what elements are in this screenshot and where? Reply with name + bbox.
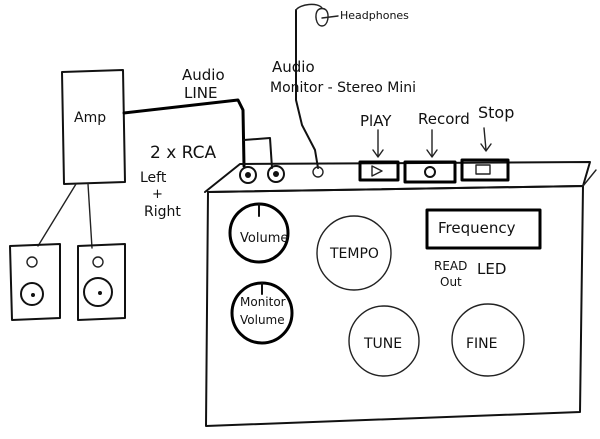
device-body [204, 161, 597, 427]
device-edge [582, 169, 597, 187]
led-label: LED [477, 260, 506, 278]
speaker-left-tweeter [26, 256, 38, 268]
speaker-right-cabinet [77, 243, 126, 321]
rca-split-cable [243, 137, 273, 169]
monitor-volume-label-2: Volume [240, 313, 285, 327]
rca-right-jack[interactable] [267, 165, 285, 183]
rca-plus-label: + [152, 187, 163, 202]
speaker-left [9, 243, 61, 321]
tempo-label: TEMPO [329, 246, 379, 262]
tune-label: TUNE [363, 336, 402, 352]
rca-left-label: Left [140, 170, 167, 186]
headphones-label: Headphones [340, 9, 409, 22]
amp-box [61, 69, 126, 185]
record-label: Record [418, 110, 470, 128]
rca-label: 2 x RCA [150, 143, 217, 163]
rca-right-jack-pin [273, 171, 279, 177]
readout-label-2: Out [440, 275, 462, 289]
tempo-knob[interactable]: TEMPO [316, 215, 392, 291]
monitor-volume-knob[interactable]: Monitor Volume [230, 281, 294, 345]
record-arrow [426, 129, 438, 158]
audio-line-cable [122, 98, 246, 168]
audio-line-label-2: LINE [184, 84, 217, 102]
audio-line-label-1: Audio [182, 66, 225, 84]
headphone-jack[interactable] [312, 166, 324, 178]
speaker-right-tweeter [92, 256, 104, 268]
stop-icon [475, 164, 491, 175]
speaker-wire-left [37, 183, 77, 247]
frequency-display: Frequency [425, 208, 542, 250]
stop-label: Stop [478, 103, 514, 122]
device-front-face [205, 185, 584, 427]
fine-knob[interactable]: FINE [451, 303, 525, 377]
monitor-volume-label-1: Monitor [240, 295, 286, 309]
stop-button[interactable] [460, 158, 510, 182]
rca-left-jack-pin [245, 172, 251, 178]
volume-knob[interactable]: Volume [228, 202, 290, 264]
play-button[interactable] [358, 160, 400, 182]
speaker-left-woofer [20, 282, 44, 306]
audio-monitor-label-1: Audio [272, 58, 315, 76]
speaker-right [77, 243, 126, 321]
amp-unit: Amp [61, 69, 126, 185]
speaker-right-woofer-cap [98, 291, 102, 295]
rca-left-jack[interactable] [239, 166, 257, 184]
record-button[interactable] [403, 160, 457, 184]
headphones-icon [295, 3, 339, 27]
volume-label: Volume [240, 231, 288, 246]
audio-monitor-label-2: Monitor - Stereo Mini [270, 80, 416, 96]
frequency-label: Frequency [438, 219, 516, 237]
play-icon [371, 165, 383, 177]
speaker-left-woofer-cap [31, 293, 35, 297]
play-label: PlAY [360, 112, 392, 130]
rca-right-label: Right [144, 204, 181, 220]
fine-label: FINE [466, 336, 498, 352]
headphone-cable [295, 9, 319, 169]
speaker-wire-right [87, 183, 93, 249]
play-arrow [372, 129, 384, 158]
record-icon [424, 166, 436, 178]
stop-arrow [480, 127, 492, 152]
speaker-left-cabinet [9, 243, 61, 321]
speaker-right-woofer [83, 277, 113, 307]
readout-label-1: READ [434, 259, 467, 273]
tune-knob[interactable]: TUNE [348, 305, 420, 377]
amp-label: Amp [74, 110, 106, 126]
